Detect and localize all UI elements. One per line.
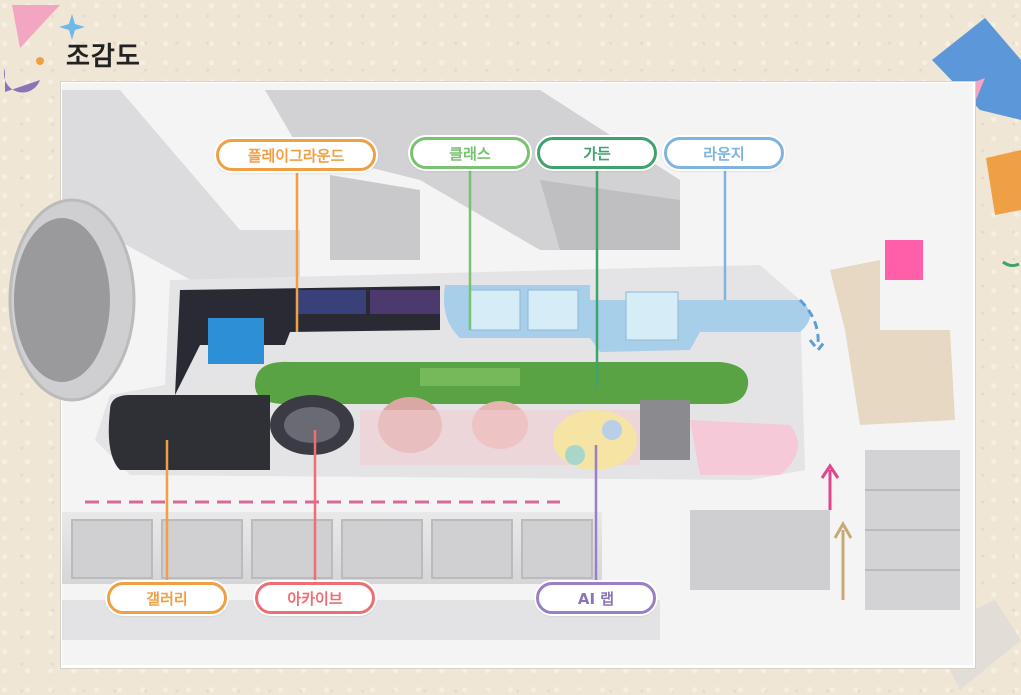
playground-screen-2 bbox=[296, 290, 366, 314]
pink-confetti-shape bbox=[12, 5, 60, 48]
class-label: 클래스 bbox=[410, 137, 530, 169]
pink-kiosk bbox=[885, 240, 923, 280]
orange-confetti-shape bbox=[986, 150, 1021, 215]
entrance-arrow-icon bbox=[833, 520, 853, 600]
lounge-floor bbox=[830, 260, 955, 425]
upper-right-room bbox=[540, 180, 680, 250]
ai-lab-label: AI 랩 bbox=[536, 582, 656, 614]
lower-right-rooms bbox=[690, 510, 830, 590]
garden-label: 가든 bbox=[537, 137, 657, 169]
round-structure-inner bbox=[14, 218, 110, 382]
purple-confetti-shape bbox=[4, 68, 41, 93]
garden-path bbox=[420, 368, 520, 386]
green-squiggle bbox=[1002, 260, 1020, 268]
playground-screen bbox=[208, 318, 264, 364]
ai-lab-sphere-2 bbox=[602, 420, 622, 440]
direction-arrow-icon bbox=[820, 463, 840, 510]
playground-label: 플레이그라운드 bbox=[216, 139, 376, 171]
gallery-label: 갤러리 bbox=[107, 582, 227, 614]
page-title: 조감도 bbox=[66, 42, 141, 72]
lower-room-partitions bbox=[71, 519, 593, 579]
lounge-label: 라운지 bbox=[664, 137, 784, 169]
star-icon bbox=[59, 14, 85, 40]
flow-arrow-icon bbox=[798, 298, 828, 353]
gallery-zone bbox=[108, 395, 270, 470]
machine-block bbox=[640, 400, 690, 460]
upper-room bbox=[330, 175, 420, 260]
class-room-2 bbox=[527, 289, 579, 331]
playground-screen-3 bbox=[370, 290, 440, 314]
right-room-partitions bbox=[865, 489, 960, 571]
blue-confetti-shape bbox=[932, 18, 1021, 120]
leader-lines bbox=[165, 168, 727, 585]
archive-dome-inner bbox=[284, 407, 340, 443]
class-room-1 bbox=[469, 289, 521, 331]
orange-dot bbox=[36, 57, 44, 65]
ai-lab-sphere bbox=[565, 445, 585, 465]
archive-label: 아카이브 bbox=[255, 582, 375, 614]
right-pink-area bbox=[690, 420, 798, 475]
lounge-room bbox=[625, 291, 679, 341]
